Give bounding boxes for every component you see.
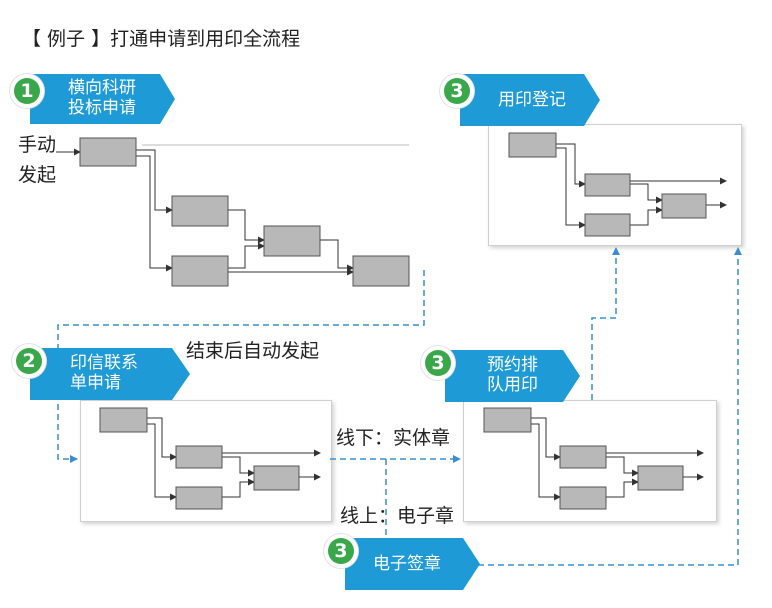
connector-esign-to-register (478, 247, 742, 566)
manual-start-line-2: 发起 (18, 163, 57, 186)
step3c-banner: 电子签章 (345, 538, 480, 590)
flow-step1 (56, 144, 409, 276)
dashed-connectors (57, 247, 742, 566)
process-box (584, 213, 631, 237)
step3b-banner: 预约排 队用印 (445, 350, 580, 402)
step3a-number: 3 (444, 78, 470, 104)
flow-step3a-boxes (508, 132, 707, 237)
process-box (483, 407, 532, 433)
process-box (559, 486, 607, 510)
online-label: 线上：电子章 (340, 505, 455, 527)
process-box (263, 225, 321, 257)
manual-start-label: 手动 发起 (18, 134, 56, 188)
step1-label: 横向科研 投标申请 (68, 78, 136, 118)
step3b-label: 预约排 队用印 (487, 355, 538, 395)
step3a-label: 用印登记 (498, 90, 566, 110)
process-box (508, 132, 557, 158)
step3b-label-line1: 预约排 (487, 355, 538, 375)
process-box (253, 465, 300, 491)
step3b-number-badge: 3 (421, 346, 455, 380)
process-box (171, 195, 229, 227)
step2-label: 印信联系 单申请 (70, 353, 138, 393)
process-box (171, 255, 229, 287)
step3c-label-line1: 电子签章 (373, 554, 441, 574)
offline-label: 线下：实体章 (336, 427, 451, 449)
flow-step1-boxes (79, 137, 410, 287)
step3c-number-badge: 3 (324, 534, 358, 568)
step3b-label-line2: 队用印 (487, 375, 538, 395)
step1-label-line2: 投标申请 (68, 98, 136, 118)
process-box (352, 255, 410, 287)
page-title: 【 例子 】打通申请到用印全流程 (22, 28, 301, 50)
step1-label-line1: 横向科研 (68, 78, 136, 98)
flow-step3b-boxes (483, 407, 684, 510)
manual-start-line-1: 手动 (18, 134, 57, 156)
step2-number: 2 (16, 348, 42, 374)
auto-start-label: 结束后自动发起 (186, 340, 320, 362)
step3b-number: 3 (425, 350, 451, 376)
connector-auto-start (57, 270, 425, 463)
process-box (175, 445, 223, 469)
process-box (637, 465, 684, 491)
connector-queue-to-register (591, 247, 620, 400)
flow-step2-boxes (99, 407, 300, 510)
step1-banner: 横向科研 投标申请 (30, 74, 175, 124)
process-box (559, 445, 607, 469)
flow-step3a (556, 143, 727, 229)
process-box (661, 193, 707, 219)
flow-step3b (531, 417, 704, 501)
process-box (584, 173, 631, 197)
step2-banner: 印信联系 单申请 (30, 348, 190, 400)
step3c-number: 3 (328, 538, 354, 564)
step2-number-badge: 2 (12, 344, 46, 378)
step3a-number-badge: 3 (440, 74, 474, 108)
step2-label-line2: 单申请 (70, 373, 121, 393)
step3c-label: 电子签章 (373, 554, 441, 574)
step2-label-line1: 印信联系 (70, 353, 138, 373)
step3a-label-line1: 用印登记 (498, 90, 566, 110)
step1-number-badge: 1 (10, 74, 44, 108)
process-box (99, 407, 148, 433)
step3a-banner: 用印登记 (460, 74, 600, 126)
process-box (175, 486, 223, 510)
process-box (79, 137, 137, 167)
step1-number: 1 (14, 78, 40, 104)
flow-step2 (147, 417, 321, 501)
